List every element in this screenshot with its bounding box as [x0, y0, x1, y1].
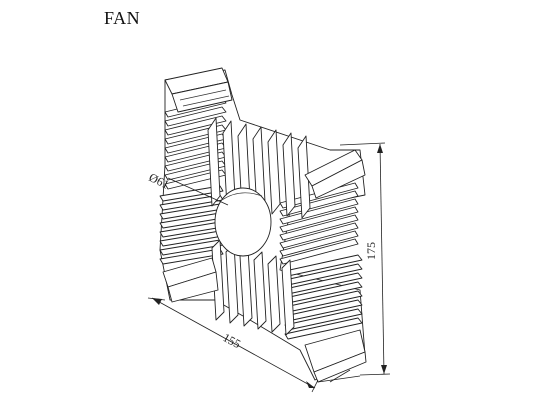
fin [159, 248, 224, 265]
fin [159, 185, 224, 202]
lower-left-clip [162, 257, 219, 303]
fin [164, 106, 227, 127]
upper-right-fins [279, 182, 359, 265]
fin [282, 132, 296, 217]
fin [211, 239, 225, 321]
fin [279, 206, 359, 233]
lower-right-clip [304, 329, 367, 383]
height-dimension: 175 [339, 142, 391, 376]
fin [279, 230, 359, 257]
fin [284, 317, 363, 340]
upper-left-clip [164, 67, 233, 113]
fin [279, 222, 359, 249]
fin [281, 259, 295, 336]
fin [279, 190, 359, 217]
fin [279, 214, 359, 241]
fin [267, 129, 281, 215]
fin [164, 115, 227, 136]
lower-left-fins [159, 185, 224, 265]
fin [279, 238, 359, 265]
fin [267, 255, 281, 333]
fin [207, 117, 221, 207]
lower-right-fins [284, 254, 363, 340]
drawing-title: FAN [104, 8, 141, 28]
fin [297, 135, 311, 219]
width-label: 155 [221, 330, 243, 351]
center-bore [214, 187, 272, 257]
fin [253, 251, 267, 330]
height-label: 175 [364, 242, 378, 260]
upper-right-clip [304, 149, 366, 199]
fin [279, 198, 359, 225]
